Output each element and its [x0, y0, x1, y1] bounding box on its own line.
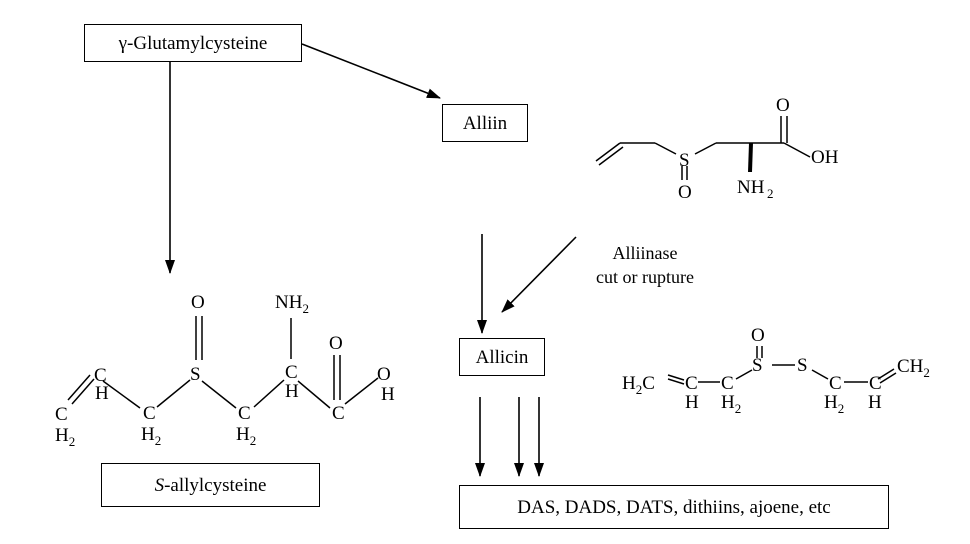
allicin-s1: S [752, 355, 763, 376]
sac-o-top: O [191, 292, 205, 313]
allicin-h2c: H2C [622, 373, 655, 397]
sac-o-hydroxyl: O [377, 364, 391, 385]
node-allicin-label: Allicin [475, 346, 529, 368]
sac-c3: C [238, 403, 251, 424]
sac-h2-3: H2 [236, 424, 256, 448]
sac-nh2: NH2 [275, 292, 309, 316]
allicin-ch2: CH2 [897, 356, 930, 380]
alliin-nh: NH [737, 177, 765, 198]
allicin-s2: S [797, 355, 808, 376]
s-allylcysteine-prefix: S [154, 474, 165, 496]
sac-c2: C [143, 403, 156, 424]
arrow-glu-to-alliin [301, 43, 441, 99]
allicin-c1: C [685, 373, 698, 394]
allicin-h4: H [868, 392, 882, 413]
alliin-s: S [679, 150, 690, 171]
sac-c4: C [285, 362, 298, 383]
enzyme-label: Alliinase cut or rupture [580, 244, 710, 286]
sac-c0: C [55, 404, 68, 425]
allicin-h2-3: H2 [824, 392, 844, 416]
alliin-nh-sub: 2 [767, 186, 774, 201]
node-glutamylcysteine-label: γ-Glutamylcysteine [118, 32, 268, 54]
alliin-labels: S O O OH NH 2 [678, 95, 839, 203]
sac-h2-0: H2 [55, 425, 75, 449]
node-s-allylcysteine: S-allylcysteine [101, 463, 320, 507]
allicin-structure [667, 346, 897, 385]
allicin-labels: H2C C H C H2 S O S C H2 C H CH2 [622, 325, 930, 416]
s-allylcysteine-rest: -allylcysteine [164, 474, 267, 496]
sac-labels: O S NH2 O O H C H C H2 C H2 C H2 C H C [55, 292, 395, 449]
alliin-structure [595, 116, 811, 180]
sac-s: S [190, 364, 201, 385]
sac-h2-2: H2 [141, 424, 161, 448]
allicin-c4: C [869, 373, 882, 394]
sac-h4: H [285, 381, 299, 402]
allicin-h2-2: H2 [721, 392, 741, 416]
sac-h-hydroxyl: H [381, 384, 395, 405]
alliin-o-top: O [776, 95, 790, 116]
enzyme-name: Alliinase [612, 243, 678, 263]
allicin-h1: H [685, 392, 699, 413]
node-alliin: Alliin [442, 104, 528, 142]
node-glutamylcysteine: γ-Glutamylcysteine [84, 24, 302, 62]
alliin-oh: OH [811, 147, 839, 168]
sac-h1: H [95, 383, 109, 404]
arrow-alliinase [501, 236, 577, 313]
node-products: DAS, DADS, DATS, dithiins, ajoene, etc [459, 485, 889, 529]
node-alliin-label: Alliin [462, 112, 508, 134]
alliin-o: O [678, 182, 692, 203]
allicin-o: O [751, 325, 765, 346]
sac-structure [67, 316, 379, 409]
node-products-label: DAS, DADS, DATS, dithiins, ajoene, etc [517, 496, 831, 518]
sac-o-acid: O [329, 333, 343, 354]
node-allicin: Allicin [459, 338, 545, 376]
sac-c1: C [94, 365, 107, 386]
allicin-c2: C [721, 373, 734, 394]
sac-c5: C [332, 403, 345, 424]
node-s-allylcysteine-label: S-allylcysteine [155, 476, 267, 495]
enzyme-condition: cut or rupture [596, 267, 694, 287]
allicin-c3: C [829, 373, 842, 394]
